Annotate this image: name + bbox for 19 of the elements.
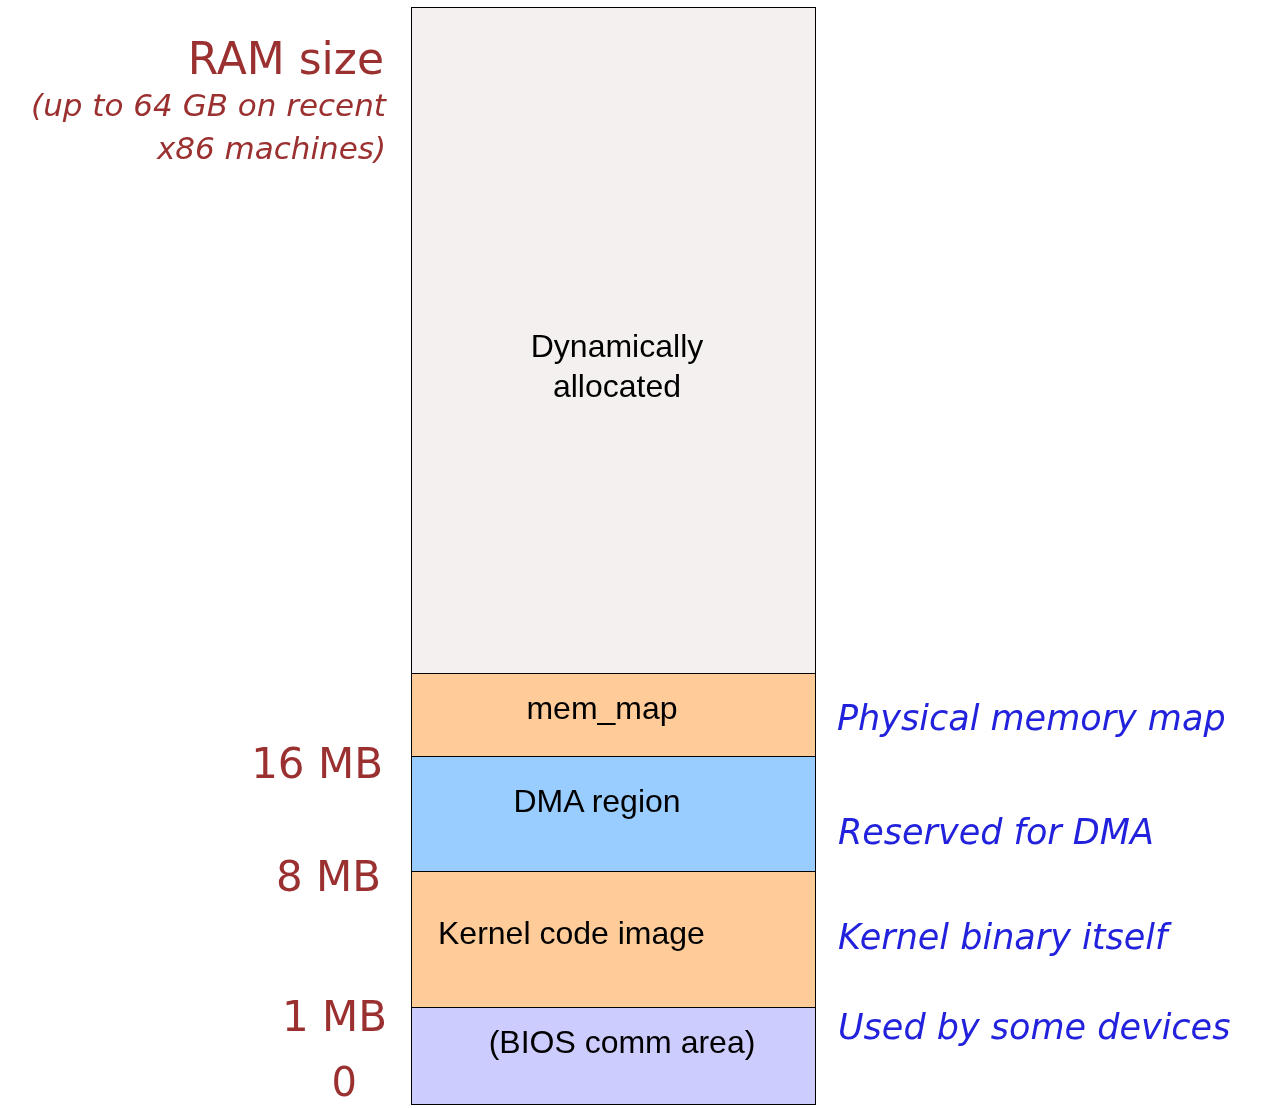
address-note: (up to 64 GB on recent x86 machines) — [30, 86, 386, 168]
region-description: Used by some devices — [838, 1006, 1231, 1049]
address-label: RAM size — [187, 32, 384, 86]
memory-region — [411, 756, 816, 872]
region-label: DMA region — [512, 782, 682, 821]
region-label: mem_map — [525, 689, 679, 728]
region-label: (BIOS comm area) — [487, 1023, 757, 1062]
memory-region — [411, 871, 816, 1008]
address-label: 1 MB — [281, 991, 387, 1043]
memory-region — [411, 7, 816, 674]
region-description: Physical memory map — [837, 697, 1226, 740]
address-label: 0 — [331, 1060, 357, 1104]
region-label: Kernel code image — [438, 914, 706, 953]
address-label: 16 MB — [251, 738, 383, 790]
address-label: 8 MB — [275, 851, 381, 903]
region-label: Dynamically allocated — [529, 327, 705, 406]
memory-region — [411, 673, 816, 757]
region-description: Reserved for DMA — [838, 811, 1154, 854]
memory-region — [411, 1007, 816, 1105]
